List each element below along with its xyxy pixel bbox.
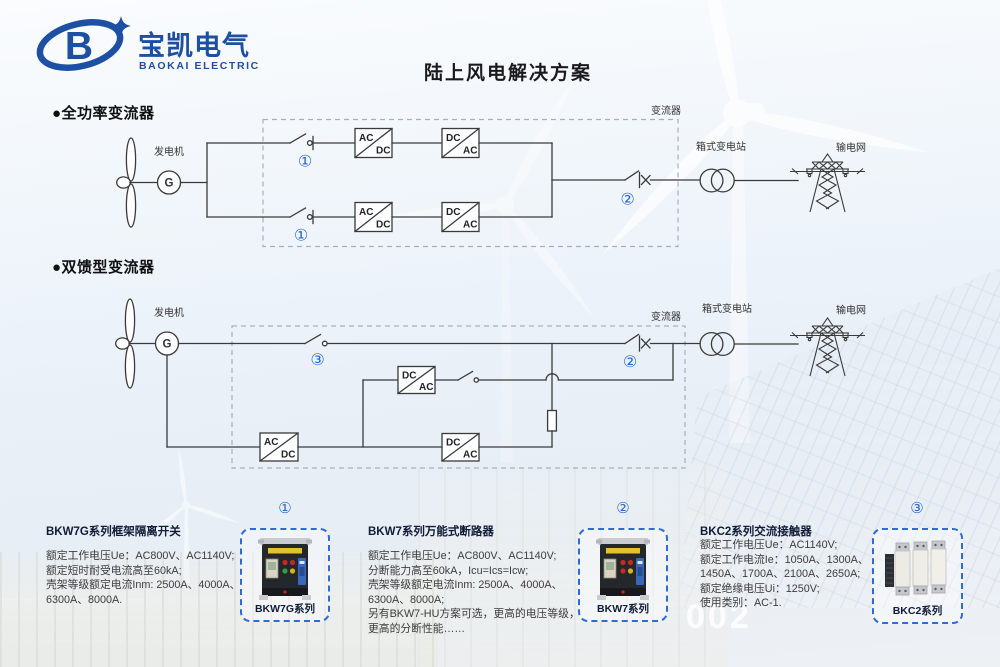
product-specs: 额定工作电压Ue：AC1140V; 额定工作电流Ie：1050A、1300A、 … bbox=[700, 538, 869, 611]
product-image-label: BKW7系列 bbox=[597, 603, 649, 615]
product-title: BKC2系列交流接触器 bbox=[700, 526, 812, 538]
product-image-label: BKC2系列 bbox=[892, 605, 943, 617]
svg-text:DC: DC bbox=[446, 207, 460, 218]
spec-line: 额定短时耐受电流高至60kA; bbox=[46, 564, 182, 577]
svg-text:DC: DC bbox=[446, 438, 460, 449]
converter-dashed-box bbox=[231, 325, 686, 469]
svg-text:AC: AC bbox=[463, 146, 477, 157]
substation-label: 箱式变电站 bbox=[702, 302, 752, 315]
svg-text:DC: DC bbox=[446, 133, 460, 144]
logo-cn-text: 宝凯电气 bbox=[138, 30, 250, 61]
svg-text:DC: DC bbox=[281, 450, 295, 461]
grid-label: 输电网 bbox=[836, 141, 866, 154]
product-image-label: BKW7G系列 bbox=[254, 603, 316, 615]
disconnector-switch-bottom bbox=[289, 207, 314, 225]
switch-mark-3: ③ bbox=[310, 352, 324, 369]
logo-emblem: B bbox=[36, 16, 131, 71]
transformer-symbol bbox=[699, 168, 735, 193]
section-label-dfig: ●双馈型变流器 bbox=[52, 259, 155, 276]
svg-text:G: G bbox=[163, 339, 172, 351]
spec-line: 另有BKW7-HU方案可选，更高的电压等级， bbox=[368, 608, 580, 621]
product-image-box: BKC2系列 bbox=[872, 528, 963, 624]
generator-label: 发电机 bbox=[154, 145, 184, 158]
switch-mark-1-bottom: ① bbox=[294, 228, 308, 245]
spec-line: 额定工作电流Ie：1050A、1300A、 bbox=[700, 553, 869, 566]
product-specs: 额定工作电压Ue：AC800V、AC1140V; 额定短时耐受电流高至60kA;… bbox=[46, 549, 240, 607]
logo-en-text: BAOKAI ELECTRIC bbox=[139, 60, 260, 72]
product-number-badge: ① bbox=[278, 500, 292, 517]
product-title: BKW7G系列框架隔离开关 bbox=[46, 526, 181, 538]
wind-turbine-icon bbox=[116, 137, 137, 228]
dcac-converter-box: DC AC bbox=[441, 127, 480, 159]
breaker-mark-2: ② bbox=[620, 192, 634, 209]
spec-line: 额定绝缘电压Ui：1250V; bbox=[700, 582, 820, 595]
breaker-mark-2: ② bbox=[623, 354, 637, 371]
converter-box-label: 变流器 bbox=[651, 104, 681, 117]
company-logo: B 宝凯电气 BAOKAI ELECTRIC bbox=[36, 16, 260, 72]
product-number-badge: ② bbox=[616, 500, 630, 517]
acdc-converter-box: AC DC bbox=[354, 201, 393, 233]
wind-turbine-icon bbox=[115, 298, 136, 389]
disconnector-switch-top bbox=[289, 133, 314, 151]
transmission-tower-icon bbox=[790, 317, 865, 377]
page-title: 陆上风电解决方案 bbox=[424, 63, 593, 84]
dcac-converter-box: DC AC bbox=[441, 201, 480, 233]
acdc-converter-box: AC DC bbox=[259, 432, 299, 462]
disconnector-switch-stator bbox=[304, 333, 328, 347]
spec-line: 壳架等级额定电流Inm: 2500A、4000A、 bbox=[46, 579, 241, 592]
spec-line: 6300A、8000A. bbox=[46, 593, 123, 606]
substation-label: 箱式变电站 bbox=[696, 140, 746, 153]
svg-text:DC: DC bbox=[402, 371, 416, 382]
svg-text:AC: AC bbox=[359, 133, 373, 144]
svg-text:G: G bbox=[165, 178, 174, 190]
fuse-symbol bbox=[546, 409, 558, 432]
logo-b-letter: B bbox=[65, 25, 93, 68]
spec-line: 壳架等级额定电流Inm: 2500A、4000A、 bbox=[368, 579, 563, 592]
spec-line: 使用类别：AC-1. bbox=[700, 597, 782, 610]
spec-line: 更高的分断性能…… bbox=[368, 622, 466, 635]
spec-line: 1450A、1700A、2100A、2650A; bbox=[700, 568, 861, 581]
logo-star-icon bbox=[111, 16, 131, 36]
svg-text:AC: AC bbox=[419, 382, 433, 393]
spec-line: 分断能力高至60kA，Icu=Ics=Icw; bbox=[368, 564, 529, 577]
disconnector-switch-branch bbox=[457, 370, 480, 383]
full-power-circuit: 变流器 G 发电机 ① bbox=[116, 104, 866, 248]
circuit-breaker-symbol bbox=[624, 170, 651, 189]
spec-line: 额定工作电压Ue：AC1140V; bbox=[700, 539, 838, 551]
bkw7g-breaker-image bbox=[258, 538, 312, 600]
spec-line: 额定工作电压Ue：AC800V、AC1140V; bbox=[368, 550, 557, 562]
spec-line: 6300A、8000A; bbox=[368, 593, 445, 606]
transmission-tower-icon bbox=[790, 153, 865, 213]
acdc-converter-box: AC DC bbox=[354, 127, 393, 159]
product-specs: 额定工作电压Ue：AC800V、AC1140V; 分断能力高至60kA，Icu=… bbox=[368, 549, 580, 637]
product-title: BKW7系列万能式断路器 bbox=[368, 526, 494, 538]
product-number-badge: ③ bbox=[910, 500, 924, 517]
svg-text:AC: AC bbox=[264, 437, 278, 448]
grid-label: 输电网 bbox=[836, 304, 866, 317]
product-image-box: BKW7系列 bbox=[578, 528, 668, 622]
dfig-circuit: 变流器 G 发电机 ③ ② bbox=[115, 298, 866, 469]
switch-mark-1-top: ① bbox=[298, 154, 312, 171]
dcac-converter-box: DC AC bbox=[397, 365, 436, 395]
svg-text:AC: AC bbox=[463, 450, 477, 461]
svg-text:DC: DC bbox=[376, 146, 390, 157]
spec-line: 额定工作电压Ue：AC800V、AC1140V; bbox=[46, 550, 235, 562]
generator-label: 发电机 bbox=[154, 306, 184, 319]
section-label-full-power: ●全功率变流器 bbox=[52, 105, 155, 122]
svg-text:AC: AC bbox=[463, 220, 477, 231]
dcac-converter-box: DC AC bbox=[441, 432, 480, 462]
converter-box-label: 变流器 bbox=[651, 310, 681, 323]
product-image-box: BKW7G系列 bbox=[240, 528, 330, 622]
svg-text:AC: AC bbox=[359, 207, 373, 218]
circuit-breaker-symbol bbox=[624, 333, 651, 352]
converter-dashed-box bbox=[262, 118, 679, 248]
bkw7-breaker-image bbox=[596, 538, 650, 600]
transformer-symbol bbox=[699, 331, 735, 357]
svg-text:DC: DC bbox=[376, 220, 390, 231]
bkc2-contactor-image bbox=[884, 540, 946, 596]
